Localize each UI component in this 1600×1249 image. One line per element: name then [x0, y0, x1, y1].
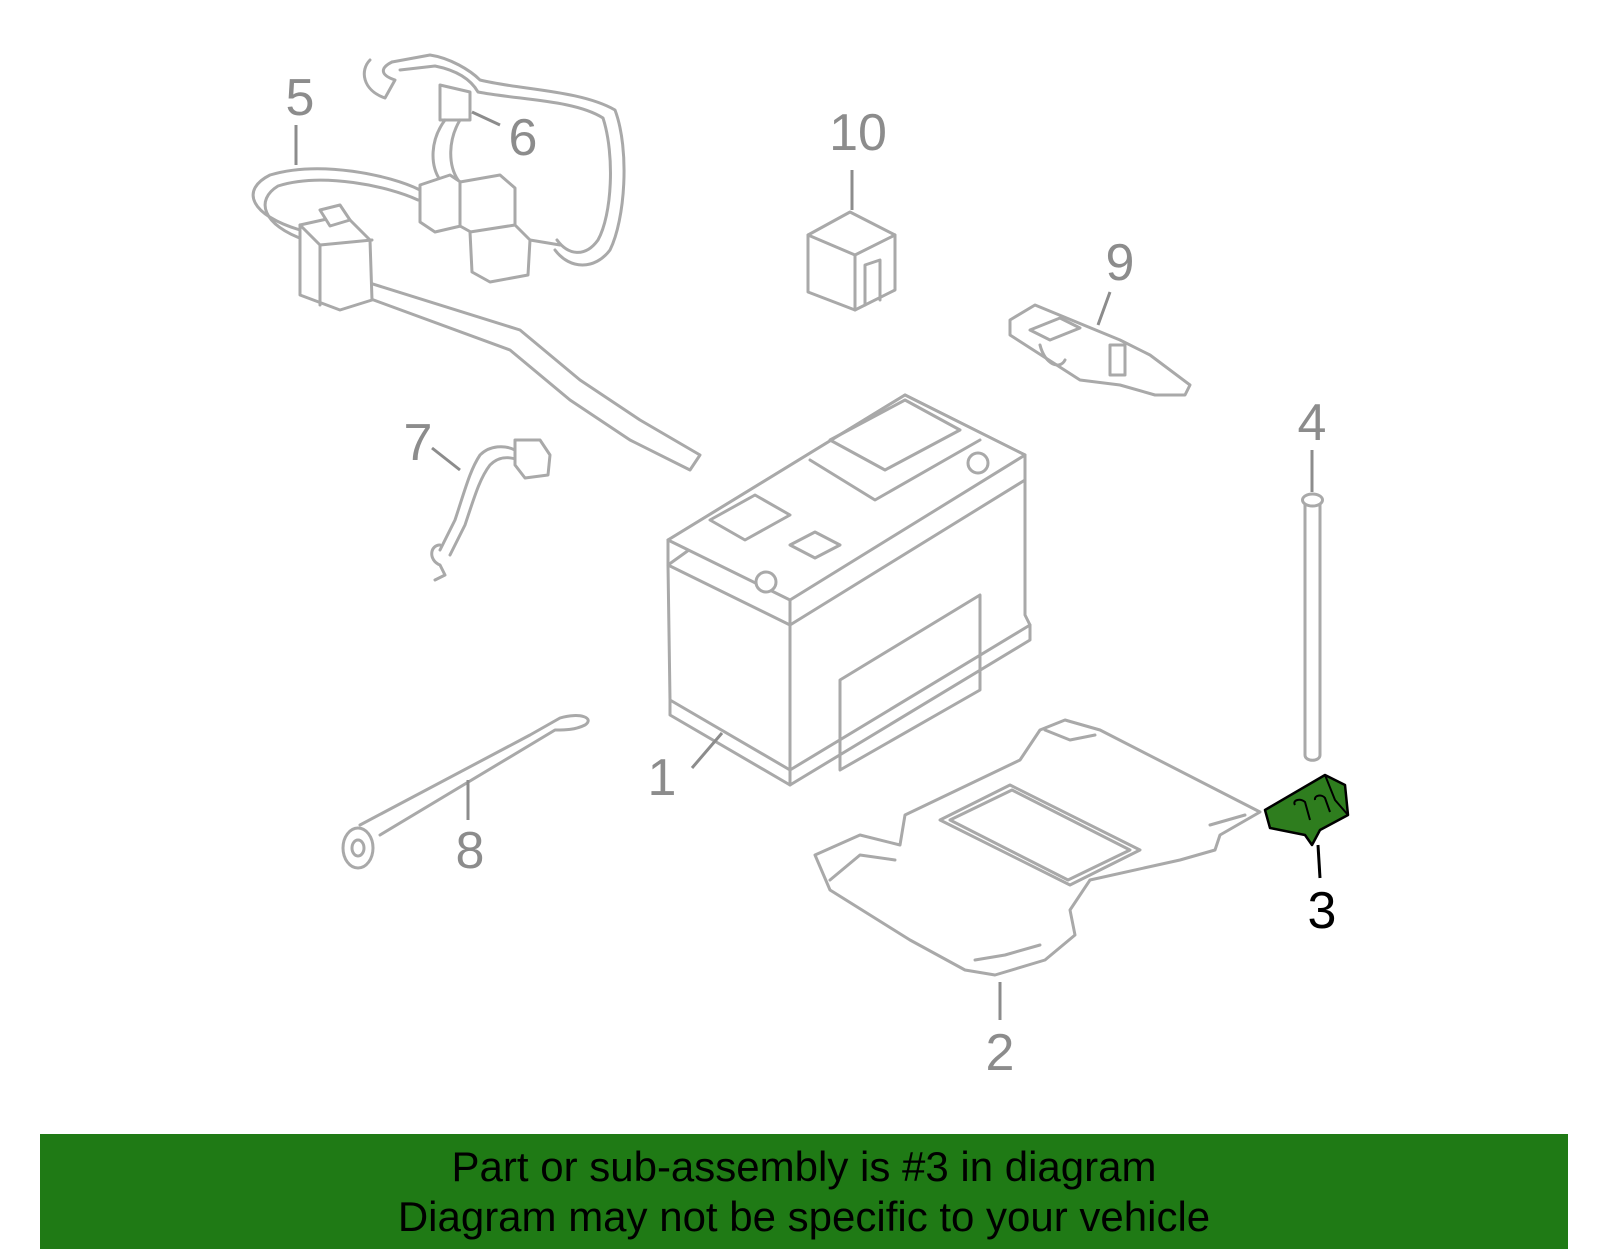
- part-7-cable: [430, 438, 552, 582]
- leader-line-3: [1316, 844, 1322, 879]
- callout-10: 10: [829, 104, 887, 162]
- banner-line-part-number: Part or sub-assembly is #3 in diagram: [451, 1143, 1157, 1190]
- banner-line-disclaimer: Diagram may not be specific to your vehi…: [397, 1193, 1211, 1240]
- callout-9: 9: [1106, 234, 1135, 292]
- part-5-battery-cable: [251, 167, 702, 472]
- leader-line-1: [690, 732, 724, 769]
- part-3-clamp-highlighted: [1263, 773, 1350, 847]
- callout-1: 1: [648, 749, 677, 807]
- part-2-battery-tray: [813, 718, 1262, 977]
- part-4-hold-down-rod: [1301, 492, 1324, 762]
- part-10-terminal-cover: [806, 210, 897, 312]
- callout-7: 7: [404, 414, 433, 472]
- callout-2: 2: [986, 1024, 1015, 1082]
- leader-line-6: [471, 110, 501, 127]
- parts-diagram: 1 2 3 4 5 6 7 8 9 10: [251, 53, 1350, 1082]
- part-8-ground-strap: [341, 714, 590, 870]
- leader-line-9: [1096, 291, 1112, 326]
- callout-8: 8: [456, 822, 485, 880]
- callout-3: 3: [1308, 882, 1337, 940]
- part-9-hold-down-bracket: [1008, 303, 1192, 397]
- part-6-wiring-harness: [362, 53, 626, 284]
- callout-5: 5: [286, 69, 315, 127]
- part-1-battery: [666, 393, 1032, 787]
- leader-line-7: [431, 446, 461, 472]
- callout-6: 6: [509, 109, 538, 167]
- callout-4: 4: [1298, 394, 1327, 452]
- part-info-banner: Part or sub-assembly is #3 in diagram Di…: [40, 1134, 1568, 1249]
